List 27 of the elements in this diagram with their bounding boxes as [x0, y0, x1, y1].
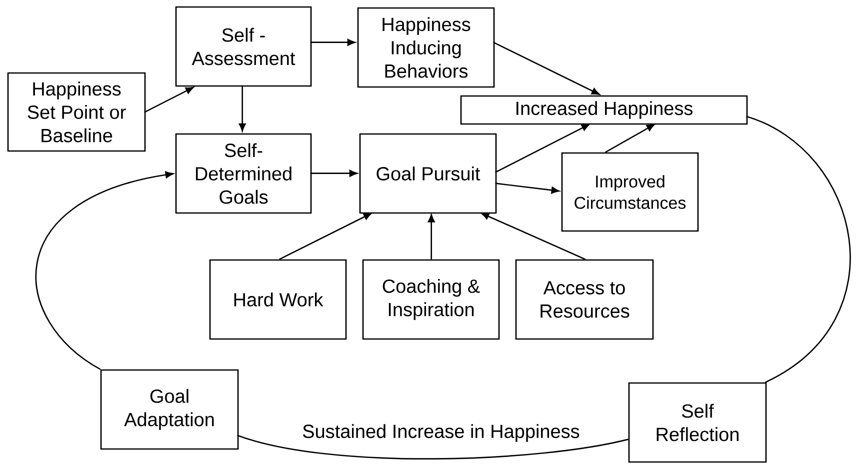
- arrow: [605, 124, 655, 153]
- edge-label: Sustained Increase in Happiness: [299, 421, 583, 445]
- concept-box: Self-Determined Goals: [175, 133, 312, 214]
- arrow: [279, 212, 372, 260]
- arrow: [144, 86, 194, 113]
- arrow: [310, 170, 358, 177]
- concept-box: Self Reflection: [628, 382, 767, 463]
- concept-box: Access to Resources: [515, 259, 654, 340]
- curved-line: [746, 116, 851, 383]
- arrow: [310, 38, 356, 46]
- arrow: [493, 42, 600, 95]
- arrow: [428, 214, 435, 260]
- concept-box: Happiness Set Point or Baseline: [7, 72, 146, 152]
- arrow: [495, 124, 590, 173]
- arrow: [238, 85, 246, 132]
- concept-box: Increased Happiness: [460, 95, 748, 125]
- curved-line: [237, 434, 628, 460]
- concept-box: Improved Circumstances: [561, 152, 699, 232]
- concept-box: Goal Adaptation: [100, 369, 239, 450]
- concept-box: Hard Work: [209, 259, 347, 340]
- concept-box: Goal Pursuit: [359, 133, 497, 214]
- arrow: [495, 182, 560, 194]
- concept-box: Self - Assessment: [175, 6, 312, 87]
- curved-arrow: [36, 171, 174, 370]
- concept-box: Coaching & Inspiration: [362, 259, 500, 340]
- arrow: [481, 212, 586, 260]
- concept-box: Happiness Inducing Behaviors: [357, 7, 495, 88]
